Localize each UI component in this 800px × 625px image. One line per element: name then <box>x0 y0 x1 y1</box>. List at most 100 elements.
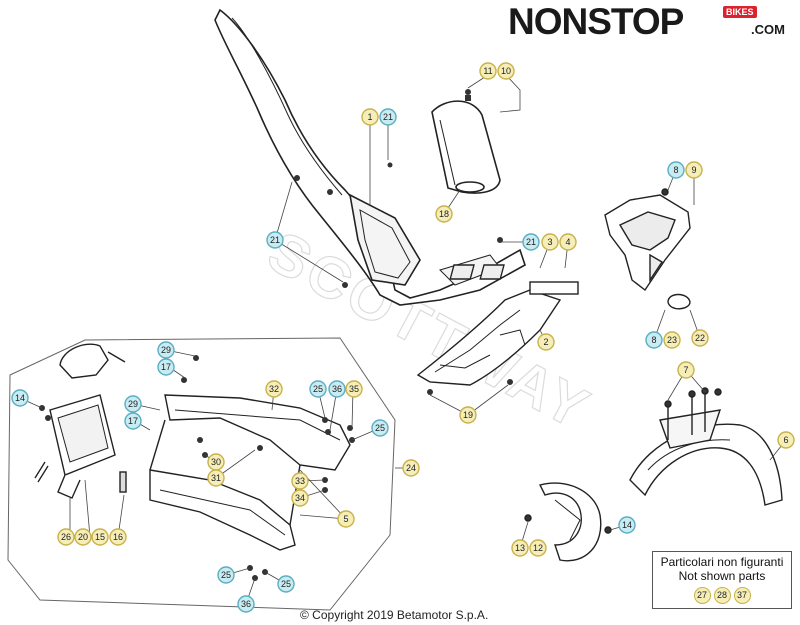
part-callout-14: 14 <box>11 389 29 407</box>
callout-number: 34 <box>295 493 305 503</box>
callout-number: 29 <box>161 345 171 355</box>
callout-number: 13 <box>515 543 525 553</box>
callout-number: 1 <box>367 112 372 122</box>
callout-number: 8 <box>651 335 656 345</box>
legend-part-callout: 37 <box>733 587 751 604</box>
part-callout-21: 21 <box>379 108 397 126</box>
callout-bubble <box>124 395 142 413</box>
legend-title-italian: Particolari non figuranti <box>660 555 784 569</box>
callout-number: 12 <box>533 543 543 553</box>
part-callout-36: 36 <box>328 380 346 398</box>
callout-number: 30 <box>211 457 221 467</box>
callout-number: 19 <box>463 410 473 420</box>
taillight-part <box>59 343 126 379</box>
part-callout-20: 20 <box>74 528 92 546</box>
license-plate-holder-part <box>34 394 127 499</box>
callout-bubble <box>309 380 327 398</box>
callout-bubble <box>691 329 709 347</box>
part-callout-14: 14 <box>618 516 636 534</box>
callout-bubble <box>74 528 92 546</box>
rear-fasteners <box>39 237 513 581</box>
callout-number: 11 <box>483 66 492 76</box>
callout-bubble <box>685 161 703 179</box>
part-callout-25: 25 <box>217 566 235 584</box>
callout-bubble <box>217 566 235 584</box>
callout-number: 31 <box>211 473 221 483</box>
callout-bubble <box>667 161 685 179</box>
brand-name: NONSTOP <box>508 1 684 42</box>
part-callout-29: 29 <box>157 341 175 359</box>
callout-bubble <box>777 431 795 449</box>
not-shown-parts-legend: Particolari non figuranti Not shown part… <box>652 551 792 609</box>
callout-number: 29 <box>128 399 138 409</box>
callout-number: 10 <box>501 66 511 76</box>
callout-bubble <box>522 233 540 251</box>
callout-bubble <box>57 528 75 546</box>
part-callout-19: 19 <box>459 406 477 424</box>
part-callout-32: 32 <box>265 380 283 398</box>
callout-number: 17 <box>128 416 138 426</box>
callout-bubble <box>663 331 681 349</box>
callout-bubble <box>529 539 547 557</box>
callout-bubble <box>537 333 555 351</box>
callout-number: 21 <box>526 237 536 247</box>
callout-number: 32 <box>269 384 279 394</box>
callout-bubble <box>266 231 284 249</box>
part-callout-34: 34 <box>291 489 309 507</box>
part-callout-5: 5 <box>337 510 355 528</box>
part-callout-2: 2 <box>537 333 555 351</box>
part-callout-26: 26 <box>57 528 75 546</box>
callout-number: 25 <box>281 579 291 589</box>
legend-part-callout: 28 <box>713 587 731 604</box>
callout-bubble <box>618 516 636 534</box>
part-callout-35: 35 <box>345 380 363 398</box>
part-callout-25: 25 <box>309 380 327 398</box>
callout-bubble <box>559 233 577 251</box>
callout-number: 14 <box>15 393 25 403</box>
callout-number: 23 <box>667 335 677 345</box>
part-callout-17: 17 <box>157 358 175 376</box>
part-callout-6: 6 <box>777 431 795 449</box>
callout-number: 9 <box>691 165 696 175</box>
callout-number: 25 <box>313 384 323 394</box>
callout-number: 33 <box>295 476 305 486</box>
callout-bubble <box>109 528 127 546</box>
part-callout-25: 25 <box>277 575 295 593</box>
part-callout-9: 9 <box>685 161 703 179</box>
callout-bubble <box>328 380 346 398</box>
part-callout-1: 1 <box>361 108 379 126</box>
callout-number: 16 <box>113 532 123 542</box>
tool-bag-part <box>431 100 501 194</box>
part-callout-25: 25 <box>371 419 389 437</box>
part-callout-17: 17 <box>124 412 142 430</box>
callout-bubble <box>91 528 109 546</box>
callout-bubble <box>337 510 355 528</box>
part-callout-3: 3 <box>541 233 559 251</box>
part-callout-13: 13 <box>511 539 529 557</box>
callout-bubble <box>291 472 309 490</box>
part-callout-7: 7 <box>677 361 695 379</box>
part-callout-10: 10 <box>497 62 515 80</box>
callout-number: 24 <box>406 463 416 473</box>
part-callout-30: 30 <box>207 453 225 471</box>
part-callout-11: 11 <box>479 62 497 80</box>
part-callout-15: 15 <box>91 528 109 546</box>
callout-number: 2 <box>543 337 548 347</box>
copyright-notice: © Copyright 2019 Betamotor S.p.A. <box>300 608 489 622</box>
callout-number: 14 <box>622 520 632 530</box>
callout-bubble <box>371 419 389 437</box>
part-callout-23: 23 <box>663 331 681 349</box>
callout-bubble <box>11 389 29 407</box>
callout-number: 17 <box>161 362 171 372</box>
callout-bubble <box>479 62 497 80</box>
callout-bubble <box>541 233 559 251</box>
callout-number: 7 <box>683 365 688 375</box>
callout-number: 3 <box>547 237 552 247</box>
callout-number: 15 <box>95 532 105 542</box>
callout-number: 18 <box>439 209 449 219</box>
part-callout-24: 24 <box>402 459 420 477</box>
part-callout-36: 36 <box>237 595 255 613</box>
callout-number: 20 <box>78 532 88 542</box>
